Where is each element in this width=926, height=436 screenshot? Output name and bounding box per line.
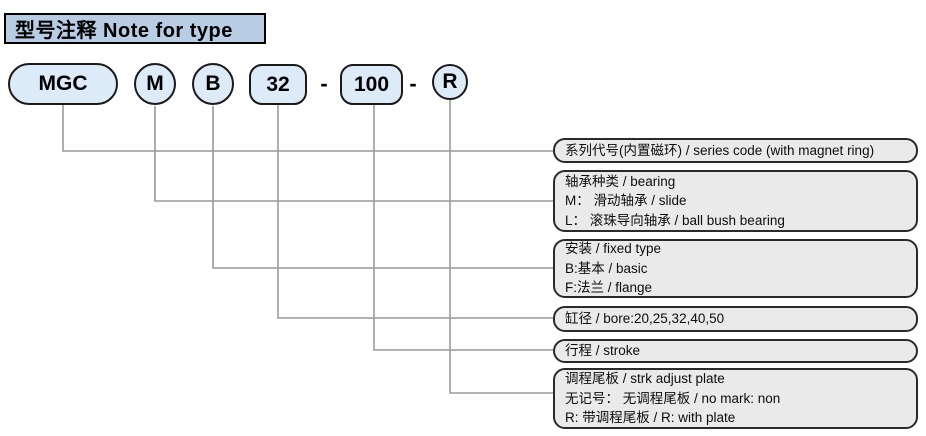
code-segment-stroke: 100 (340, 64, 403, 105)
legend-text: M： 滑动轴承 / slide (565, 193, 687, 209)
code-segment-series-label: MGC (38, 72, 88, 95)
legend-box-bearing: 轴承种类 / bearing M： 滑动轴承 / slide L： 滚珠导向轴承… (553, 170, 918, 232)
code-segment-bore-label: 32 (266, 72, 290, 96)
code-separator-1: - (320, 71, 328, 96)
code-segment-fixed-label: B (205, 72, 221, 95)
legend-text: R: 带调程尾板 / R: with plate (565, 410, 736, 426)
legend-text: L： 滚珠导向轴承 / ball bush bearing (565, 212, 785, 228)
code-segment-fixed: B (192, 63, 234, 105)
code-segment-plate-label: R (442, 70, 458, 93)
legend-text: B:基本 / basic (565, 260, 648, 276)
legend-text: 安装 / fixed type (565, 241, 662, 257)
legend-box-stroke-adjust-plate: 调程尾板 / strk adjust plate 无记号： 无调程尾板 / no… (553, 368, 918, 429)
page-title-text: 型号注释 Note for type (15, 20, 233, 42)
legend-box-bore: 缸径 / bore:20,25,32,40,50 (553, 306, 918, 332)
legend-text: F:法兰 / flange (565, 280, 653, 296)
code-separator-2: - (409, 71, 417, 96)
legend-text: 系列代号(内置磁环) / series code (with magnet ri… (565, 142, 875, 158)
legend-text: 行程 / stroke (565, 343, 641, 359)
page-title: 型号注释 Note for type (4, 13, 266, 44)
legend-text: 缸径 / bore:20,25,32,40,50 (565, 311, 725, 327)
legend-box-stroke: 行程 / stroke (553, 339, 918, 363)
legend-box-fixed-type: 安装 / fixed type B:基本 / basic F:法兰 / flan… (553, 239, 918, 298)
legend-text: 轴承种类 / bearing (565, 173, 676, 189)
legend-text: 无记号： 无调程尾板 / no mark: non (565, 390, 781, 406)
code-segment-bore: 32 (249, 64, 307, 105)
code-segment-plate: R (432, 64, 468, 100)
code-segment-series: MGC (8, 63, 118, 105)
legend-box-series-code: 系列代号(内置磁环) / series code (with magnet ri… (553, 138, 918, 163)
code-segment-bearing-label: M (146, 72, 164, 95)
code-segment-stroke-label: 100 (353, 72, 390, 96)
legend-text: 调程尾板 / strk adjust plate (565, 371, 725, 387)
code-segment-bearing: M (134, 63, 176, 105)
